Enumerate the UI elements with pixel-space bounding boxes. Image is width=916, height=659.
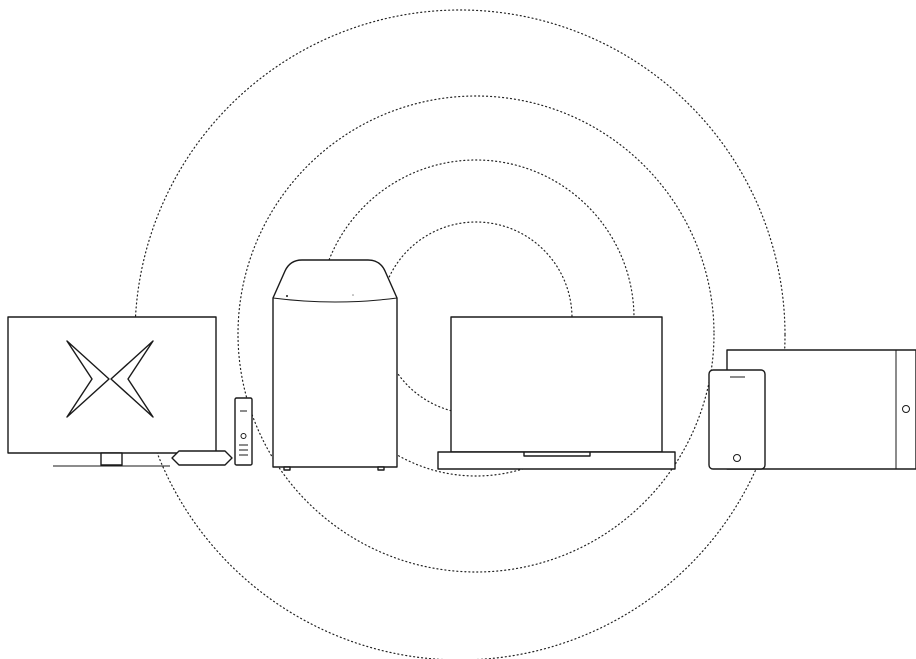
remote-icon xyxy=(235,398,252,465)
laptop-icon xyxy=(438,317,675,469)
router-icon xyxy=(273,260,397,470)
tv-icon xyxy=(8,317,216,466)
smartphone-icon xyxy=(709,370,765,469)
streaming-box-icon xyxy=(172,451,232,465)
